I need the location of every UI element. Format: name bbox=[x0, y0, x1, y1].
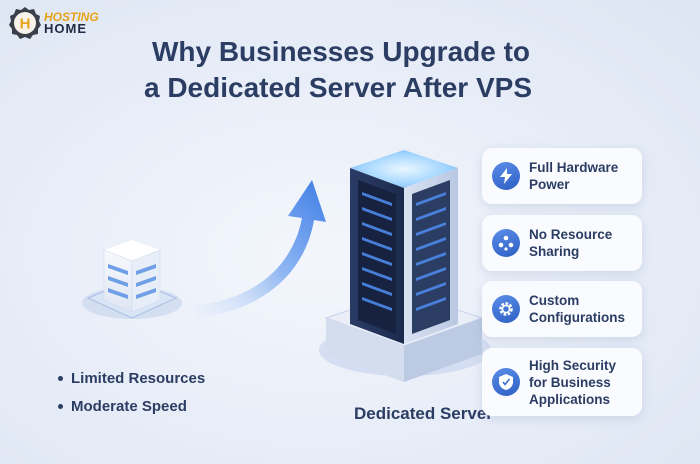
hosting-home-badge-icon: H bbox=[9, 7, 41, 39]
benefit-card-hardware: Full Hardware Power bbox=[482, 148, 642, 204]
vps-feature-list: Limited Resources Moderate Speed bbox=[58, 364, 205, 420]
brand-line2: HOME bbox=[44, 21, 87, 36]
dedicated-server-label: Dedicated Server bbox=[354, 404, 493, 423]
nodes-icon bbox=[492, 229, 520, 257]
svg-text:H: H bbox=[20, 16, 31, 33]
dedicated-server-icon bbox=[319, 150, 491, 382]
gear-icon bbox=[492, 295, 520, 323]
benefit-card-sharing: No Resource Sharing bbox=[482, 215, 642, 271]
brand-line1: HOSTING bbox=[44, 10, 99, 24]
benefit-card-security: High Security for Business Applications bbox=[482, 348, 642, 416]
bullet-icon bbox=[58, 375, 63, 381]
vps-server-icon bbox=[82, 240, 182, 319]
list-item: Limited Resources bbox=[58, 364, 205, 392]
shield-icon bbox=[492, 368, 520, 396]
benefit-card-config: Custom Configurations bbox=[482, 281, 642, 337]
bullet-icon bbox=[58, 403, 63, 409]
page-title-line1: Why Businesses Upgrade to bbox=[151, 36, 531, 67]
page-title-line2: a Dedicated Server After VPS bbox=[143, 72, 533, 103]
lightning-icon bbox=[492, 162, 520, 190]
upgrade-arrow-icon bbox=[196, 180, 326, 318]
list-item: Moderate Speed bbox=[58, 392, 205, 420]
brand-logo: H HOSTING HOME bbox=[8, 6, 99, 40]
